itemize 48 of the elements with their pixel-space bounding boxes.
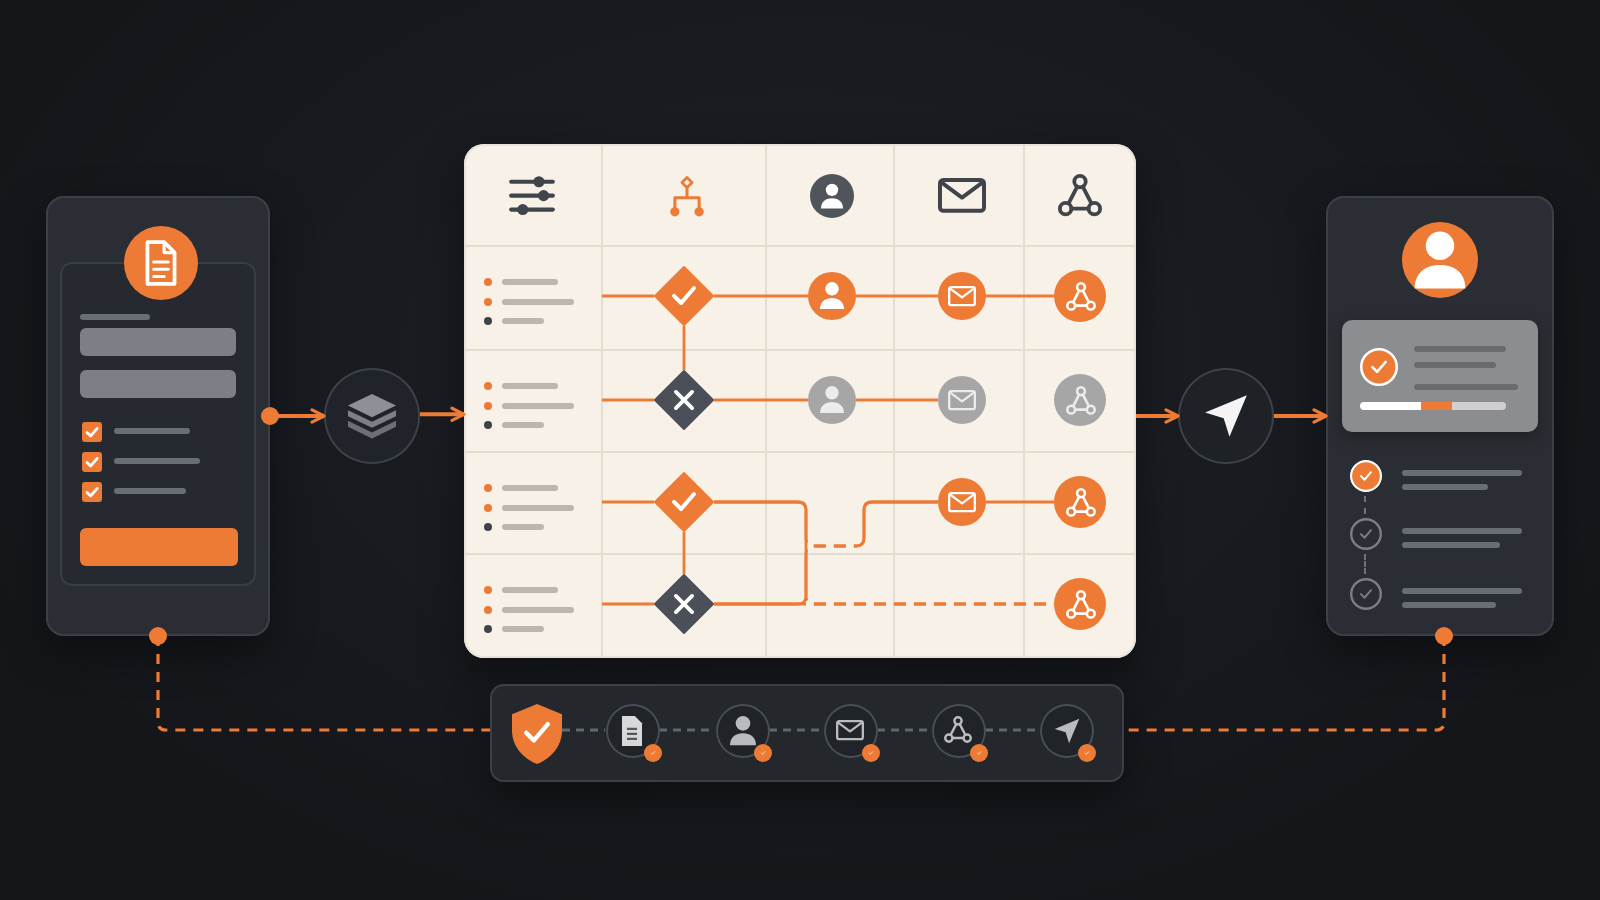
connector-line: [682, 532, 686, 574]
status-circle: [1054, 578, 1106, 630]
arrow: [1136, 408, 1180, 424]
send-node: [1178, 368, 1274, 464]
step-circle: [1039, 703, 1093, 757]
connector-line: [602, 294, 654, 298]
decision-diamond: [654, 266, 714, 326]
arrow: [261, 407, 326, 425]
connector-line: [986, 294, 1054, 298]
dashed-connector: [769, 728, 823, 732]
status-circle: [1054, 270, 1106, 322]
connector-line: [682, 326, 686, 370]
status-circle: [938, 478, 986, 526]
dashed-connector: [877, 728, 931, 732]
layers-node: [324, 368, 420, 464]
connector-line: [714, 294, 808, 298]
workflow-table: [464, 144, 1136, 658]
form-card: [46, 196, 270, 636]
connector-line: [856, 294, 938, 298]
connector-line: [986, 500, 1054, 504]
arrow: [1274, 408, 1328, 424]
connector-line: [602, 500, 654, 504]
connector-line: [714, 398, 808, 402]
status-circle: [938, 272, 986, 320]
connector-line: [856, 398, 938, 402]
arrow: [419, 406, 466, 422]
dashed-connector: [659, 728, 715, 732]
decision-diamond: [654, 370, 714, 430]
dashed-connector: [985, 728, 1039, 732]
step-circle: [823, 703, 877, 757]
connector-line: [602, 398, 654, 402]
step-circle: [605, 703, 659, 757]
decision-diamond: [654, 574, 714, 634]
status-circle: [808, 376, 856, 424]
status-circle: [808, 272, 856, 320]
connector-line: [602, 602, 654, 606]
status-circle: [1054, 374, 1106, 426]
result-card: [1326, 196, 1554, 636]
step-circle: [715, 703, 769, 757]
dashed-connector: [562, 728, 605, 732]
status-circle: [938, 376, 986, 424]
shield-badge: [512, 704, 562, 764]
dashed-connector: [1124, 627, 1453, 732]
status-circle: [1054, 476, 1106, 528]
decision-diamond: [654, 472, 714, 532]
dashed-connector: [149, 627, 490, 732]
step-circle: [931, 703, 985, 757]
status-bar: [490, 684, 1124, 782]
